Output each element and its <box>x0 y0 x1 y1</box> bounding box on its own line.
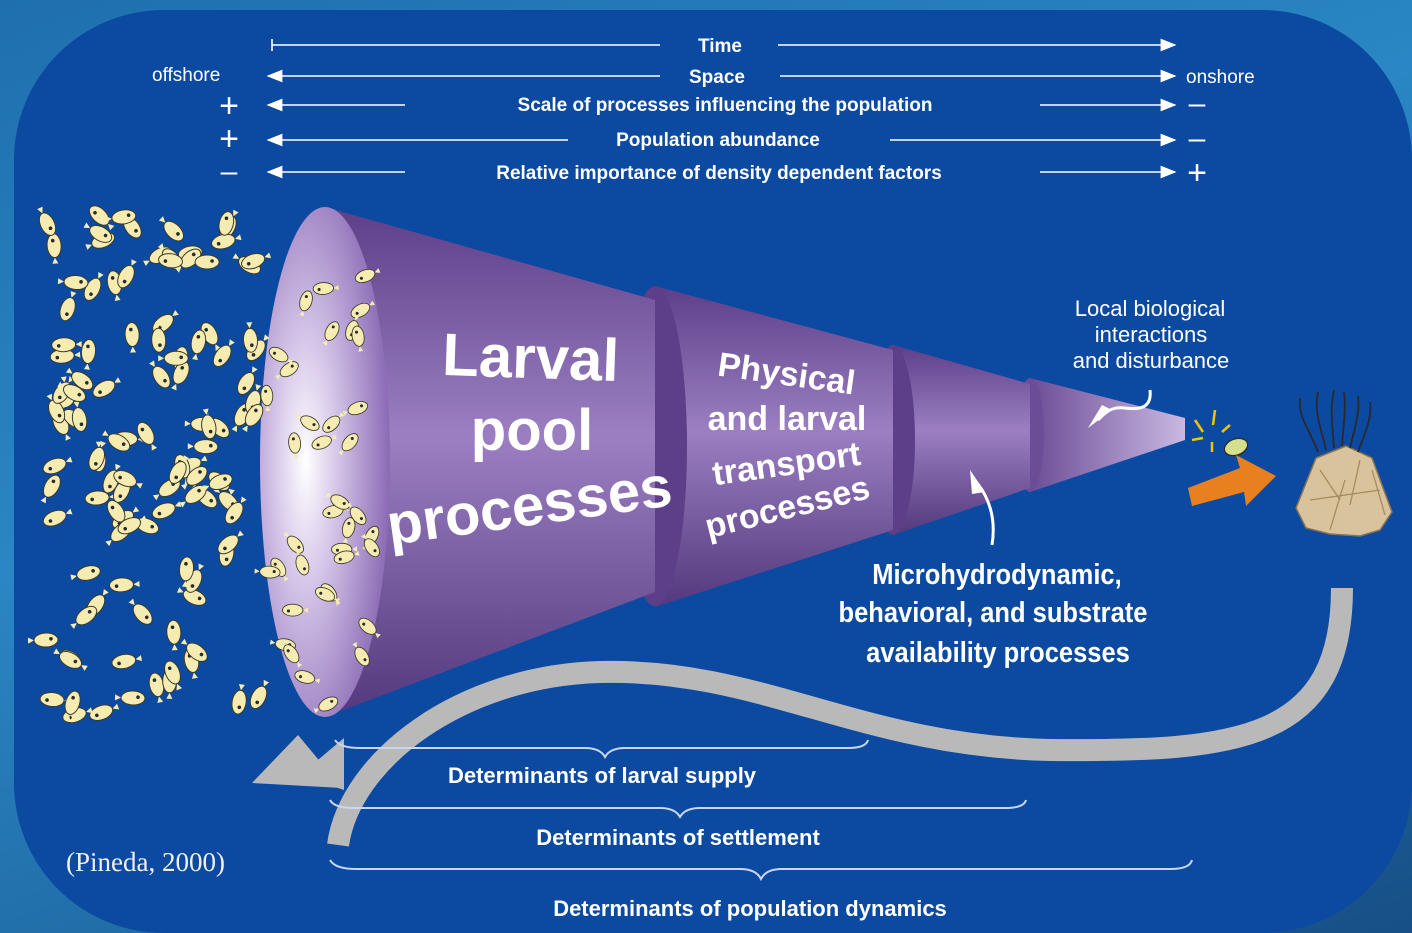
micro-line-3: availability processes <box>866 635 1130 668</box>
abundance-label: Population abundance <box>616 130 820 151</box>
physical-line-2: and larval <box>708 400 867 438</box>
local-line-1: Local biological <box>1075 296 1225 321</box>
space-label: Space <box>689 67 745 88</box>
offshore-label: offshore <box>152 65 220 86</box>
abundance-right-sign: – <box>1189 122 1206 155</box>
citation: (Pineda, 2000) <box>66 847 225 877</box>
onshore-label: onshore <box>1186 67 1255 88</box>
density-left-sign: – <box>221 155 238 188</box>
density-label: Relative importance of density dependent… <box>496 163 942 184</box>
larval-supply-label: Determinants of larval supply <box>448 763 757 788</box>
micro-line-1: Microhydrodynamic, <box>872 557 1121 590</box>
microhydrodynamic-annotation: Microhydrodynamic, behavioral, and subst… <box>839 557 1148 668</box>
local-line-2: interactions <box>1095 322 1208 347</box>
density-right-sign: + <box>1187 154 1207 192</box>
larval-pool-line-1: Larval <box>441 321 620 394</box>
abundance-left-sign: + <box>219 120 239 158</box>
larval-pool-line-2: pool <box>471 398 593 463</box>
local-line-3: and disturbance <box>1073 348 1230 373</box>
scale-right-sign: – <box>1189 87 1206 120</box>
local-biological-annotation: Local biological interactions and distur… <box>1073 296 1230 373</box>
scale-label: Scale of processes influencing the popul… <box>518 95 933 116</box>
time-label: Time <box>698 36 742 57</box>
settlement-label: Determinants of settlement <box>536 825 820 850</box>
micro-line-2: behavioral, and substrate <box>839 595 1148 628</box>
population-dynamics-label: Determinants of population dynamics <box>553 896 947 921</box>
